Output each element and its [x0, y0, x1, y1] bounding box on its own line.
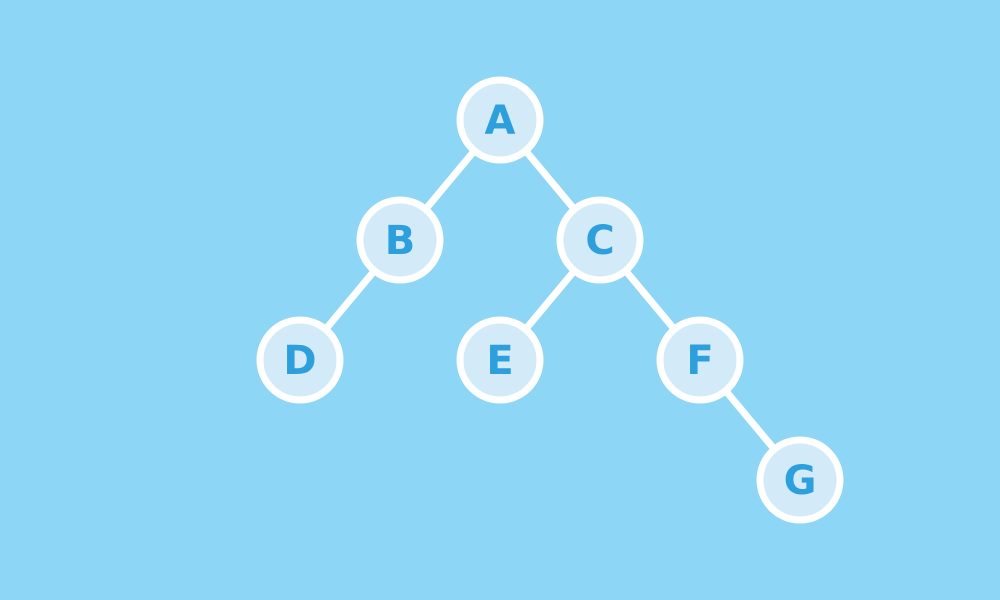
node-label: E — [486, 338, 513, 384]
node-circle — [656, 316, 744, 404]
node-f: F — [656, 316, 744, 404]
node-label: F — [686, 338, 713, 384]
node-circle — [756, 436, 844, 524]
node-d: D — [256, 316, 344, 404]
node-e: E — [456, 316, 544, 404]
node-b: B — [356, 196, 444, 284]
node-g: G — [756, 436, 844, 524]
node-circle — [556, 196, 644, 284]
node-label: C — [585, 218, 614, 264]
node-c: C — [556, 196, 644, 284]
node-label: G — [784, 458, 817, 504]
node-label: D — [283, 338, 316, 384]
nodes: A B C D E F G — [256, 76, 844, 524]
node-a: A — [456, 76, 544, 164]
node-circle — [456, 316, 544, 404]
node-label: A — [485, 98, 516, 144]
node-circle — [356, 196, 444, 284]
node-circle — [456, 76, 544, 164]
node-label: B — [385, 218, 416, 264]
node-circle — [256, 316, 344, 404]
